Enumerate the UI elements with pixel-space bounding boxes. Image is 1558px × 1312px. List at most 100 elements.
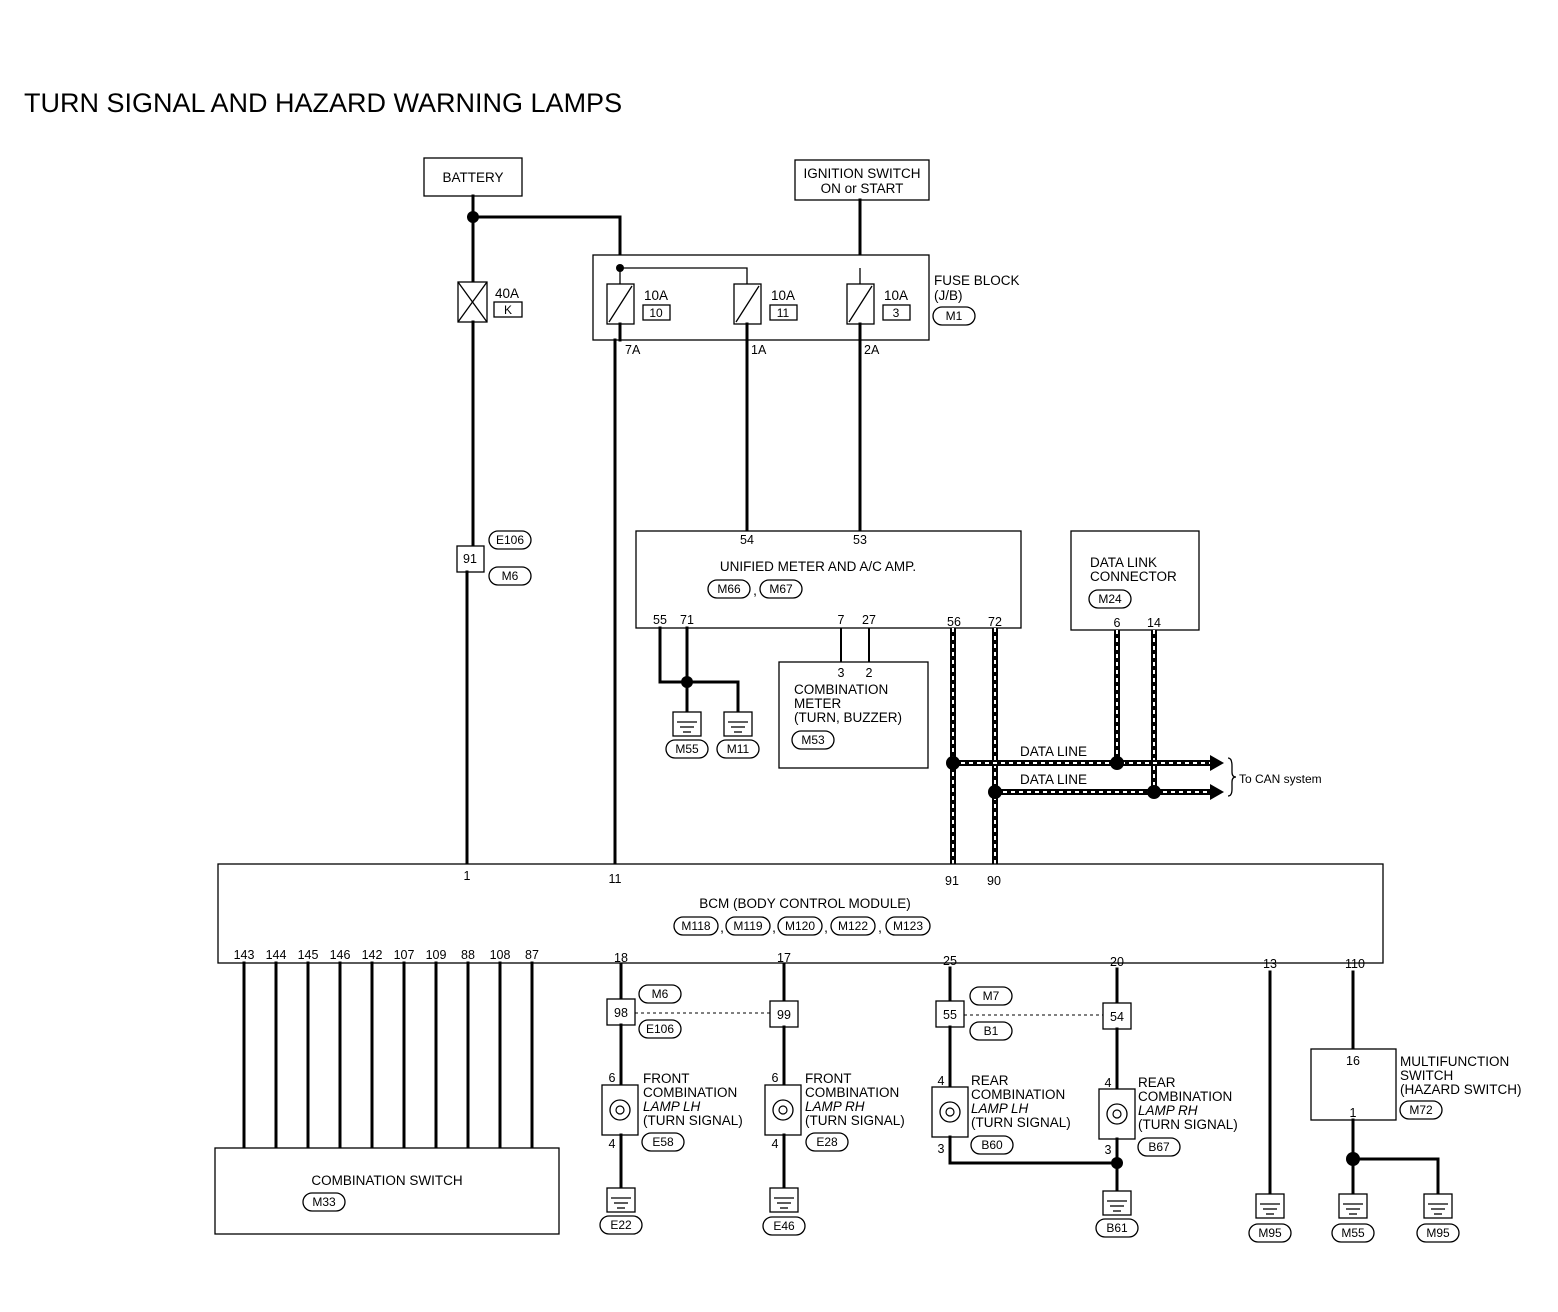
rear-lamp-lh: 4 3 REAR COMBINATION LAMP LH (TURN SIGNA… xyxy=(931,1025,1119,1165)
rear-rh-name-3: LAMP RH xyxy=(1138,1103,1198,1118)
bcm-pin-20: 20 xyxy=(1110,955,1124,969)
bcm-conn-m123: M123 xyxy=(893,919,923,933)
bcm-switch-pin: 88 xyxy=(461,948,475,962)
joint-conn-e106: E106 xyxy=(496,533,524,547)
rear-lamp-rh: 4 3 REAR COMBINATION LAMP RH (TURN SIGNA… xyxy=(1098,1027,1238,1193)
bcm-name: BCM (BODY CONTROL MODULE) xyxy=(699,896,911,911)
ground-label-m11: M11 xyxy=(727,742,750,756)
rear-rh-pin-3: 3 xyxy=(1105,1143,1112,1157)
bcm-pin-17: 17 xyxy=(777,951,791,965)
front-lh-name-4: (TURN SIGNAL) xyxy=(643,1113,743,1128)
bcm-conn-sep-4: , xyxy=(878,920,882,935)
ignition-label-1: IGNITION SWITCH xyxy=(804,166,921,181)
front-lh-pin-6: 6 xyxy=(609,1071,616,1085)
ground-label-m55-meter: M55 xyxy=(675,742,699,756)
ground-m11: M11 xyxy=(716,711,760,759)
bcm-switch-pin: 145 xyxy=(298,948,319,962)
joint-conn-m6: M6 xyxy=(502,569,519,583)
comb-switch-connector: M33 xyxy=(312,1195,336,1209)
dlc-name-2: CONNECTOR xyxy=(1090,569,1177,584)
front-lh-name-3: LAMP LH xyxy=(643,1099,701,1114)
fusible-link: 40A K xyxy=(457,281,523,323)
joint-rear-conn-m7: M7 xyxy=(983,989,1000,1003)
rear-lh-pin-4: 4 xyxy=(938,1074,945,1088)
front-rh-pin-4: 4 xyxy=(772,1137,779,1151)
joint-front-conn-e106: E106 xyxy=(646,1022,674,1036)
joint-connector-91: 91 E106 M6 xyxy=(456,530,532,586)
bcm-pin-90: 90 xyxy=(987,874,1001,888)
meter-pin-72: 72 xyxy=(988,615,1002,629)
rear-lh-name-4: (TURN SIGNAL) xyxy=(971,1115,1071,1130)
combination-meter: 3 2 COMBINATION METER (TURN, BUZZER) M53 xyxy=(778,661,929,769)
fuse-10-number: 10 xyxy=(649,306,663,320)
can-system-note: To CAN system xyxy=(1239,772,1322,786)
bcm-pin-18: 18 xyxy=(614,951,628,965)
ignition-label-2: ON or START xyxy=(821,181,904,196)
mfs-name-3: (HAZARD SWITCH) xyxy=(1400,1082,1522,1097)
comb-meter-pin-2: 2 xyxy=(866,666,873,680)
front-lamp-lh: 6 4 FRONT COMBINATION LAMP LH (TURN SIGN… xyxy=(601,1023,743,1190)
comb-meter-name-1: COMBINATION xyxy=(794,682,888,697)
data-line-label-1: DATA LINE xyxy=(1020,744,1087,759)
splice-battery xyxy=(467,211,479,223)
meter-pin-7: 7 xyxy=(838,613,845,627)
front-rh-pin-6: 6 xyxy=(772,1071,779,1085)
ground-b61: B61 xyxy=(1095,1190,1139,1238)
can-data-lines: DATA LINE DATA LINE To CAN system xyxy=(946,628,1322,869)
fuse-10-rating: 10A xyxy=(644,288,668,303)
ignition-switch-block: IGNITION SWITCH ON or START xyxy=(794,159,930,201)
fuse-terminal-7a: 7A xyxy=(625,343,641,357)
rear-lh-name-2: COMBINATION xyxy=(971,1087,1065,1102)
joint-rear-conn-b1: B1 xyxy=(984,1024,999,1038)
rear-rh-name-2: COMBINATION xyxy=(1138,1089,1232,1104)
battery-label: BATTERY xyxy=(442,170,503,185)
fuse-terminal-1a: 1A xyxy=(751,343,767,357)
ground-label-m55-mfs: M55 xyxy=(1341,1226,1365,1240)
bcm: 1 11 91 90 BCM (BODY CONTROL MODULE) M11… xyxy=(217,863,1384,971)
meter-pin-54: 54 xyxy=(740,533,754,547)
bcm-switch-pin: 107 xyxy=(394,948,415,962)
fuse-terminal-2a: 2A xyxy=(864,343,880,357)
meter-conn-separator: , xyxy=(753,583,757,598)
comb-meter-pin-3: 3 xyxy=(838,666,845,680)
front-lh-name-1: FRONT xyxy=(643,1071,690,1086)
comb-meter-name-2: METER xyxy=(794,696,842,711)
bcm-pin-25: 25 xyxy=(943,954,957,968)
bcm-switch-pin: 142 xyxy=(362,948,383,962)
joint-front: 98 99 M6 E106 xyxy=(606,984,799,1039)
bcm-pin-1: 1 xyxy=(464,869,471,883)
fuse-11-rating: 10A xyxy=(771,288,795,303)
front-rh-name-4: (TURN SIGNAL) xyxy=(805,1113,905,1128)
fuse-3: 10A 3 xyxy=(846,283,911,325)
dlc-pin-14: 14 xyxy=(1147,616,1161,630)
front-rh-name-2: COMBINATION xyxy=(805,1085,899,1100)
meter-pin-56: 56 xyxy=(947,615,961,629)
joint-pin-91: 91 xyxy=(463,552,477,566)
meter-amp-name: UNIFIED METER AND A/C AMP. xyxy=(720,559,916,574)
combination-switch: COMBINATION SWITCH M33 xyxy=(214,1147,560,1235)
rear-lh-name-1: REAR xyxy=(971,1073,1009,1088)
ground-m55-mfs: M55 xyxy=(1331,1193,1375,1243)
meter-conn-m66: M66 xyxy=(717,582,741,596)
bcm-conn-sep-1: , xyxy=(720,920,724,935)
fuse-block-name-1: FUSE BLOCK xyxy=(934,273,1020,288)
joint-rear-pin-55: 55 xyxy=(943,1008,957,1022)
rear-lh-name-3: LAMP LH xyxy=(971,1101,1029,1116)
joint-front-pin-99: 99 xyxy=(777,1008,791,1022)
fuse-block-connector: M1 xyxy=(946,309,963,323)
rear-lh-pin-3: 3 xyxy=(938,1142,945,1156)
bcm-pin-11: 11 xyxy=(609,872,622,886)
ground-m95-bcm: M95 xyxy=(1248,1193,1292,1243)
bcm-conn-m122: M122 xyxy=(838,919,868,933)
front-lh-connector: E58 xyxy=(652,1135,674,1149)
rear-rh-pin-4: 4 xyxy=(1105,1076,1112,1090)
battery-block: BATTERY xyxy=(423,157,523,197)
bcm-switch-pin: 143 xyxy=(234,948,255,962)
comb-meter-connector: M53 xyxy=(801,733,825,747)
front-rh-name-1: FRONT xyxy=(805,1071,852,1086)
bcm-conn-m120: M120 xyxy=(785,919,815,933)
ground-label-m95-bcm: M95 xyxy=(1258,1226,1282,1240)
front-rh-connector: E28 xyxy=(816,1135,838,1149)
meter-pin-71: 71 xyxy=(680,613,694,627)
